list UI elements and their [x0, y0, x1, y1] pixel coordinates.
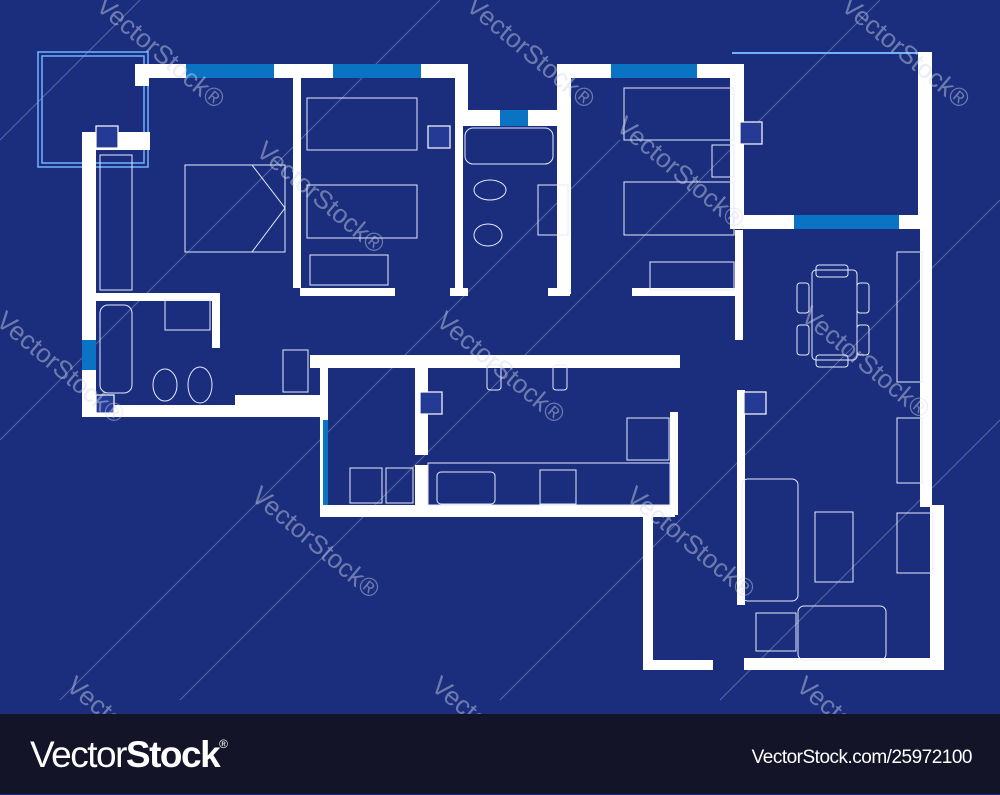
- sink: [537, 184, 569, 236]
- image-id: VectorStock.com/25972100: [751, 747, 973, 768]
- coffee-table: [814, 511, 854, 583]
- cabinet-2: [896, 417, 923, 484]
- ensuite-toilet: [152, 368, 178, 402]
- single-bed-4: [623, 181, 735, 236]
- furniture: [99, 87, 934, 661]
- single-bed-3: [623, 87, 735, 141]
- laundry-sink: [385, 467, 414, 504]
- brand-light: Vector: [30, 734, 127, 775]
- kitchen-shelf: [626, 417, 670, 461]
- cabinet-3: [896, 512, 934, 574]
- terrace-rail: [732, 52, 922, 54]
- floor-plan: [0, 0, 1000, 701]
- brand-bold: Stock: [125, 734, 221, 775]
- single-bed-1: [306, 97, 418, 151]
- dining-table: [811, 269, 858, 361]
- double-sink: [436, 471, 496, 505]
- wardrobe-3: [649, 261, 735, 291]
- armchair: [755, 612, 797, 652]
- brand-logo[interactable]: VectorStock®: [30, 734, 228, 776]
- footer-bar: VectorStock® VectorStock.com/25972100: [0, 714, 1000, 794]
- windows: [82, 64, 899, 505]
- ensuite-bidet: [187, 366, 213, 404]
- stove: [539, 469, 577, 505]
- wardrobe: [99, 154, 133, 291]
- cabinet-1: [896, 251, 923, 383]
- sofa-1: [741, 478, 799, 602]
- washing-machine: [349, 467, 383, 504]
- sofa-2: [797, 605, 887, 661]
- bathtub: [464, 127, 554, 165]
- registered-mark: ®: [219, 736, 228, 751]
- single-bed-2: [306, 184, 418, 239]
- ensuite-sink: [164, 299, 211, 331]
- wardrobe-2: [309, 254, 389, 286]
- ensuite-bathtub: [99, 304, 133, 394]
- watermark-lines: [0, 0, 1000, 701]
- toilet: [473, 223, 503, 247]
- desk: [711, 144, 735, 178]
- kitchen-counter: [427, 462, 671, 506]
- doors: [95, 121, 767, 415]
- bidet: [473, 179, 507, 201]
- shelving: [282, 349, 309, 393]
